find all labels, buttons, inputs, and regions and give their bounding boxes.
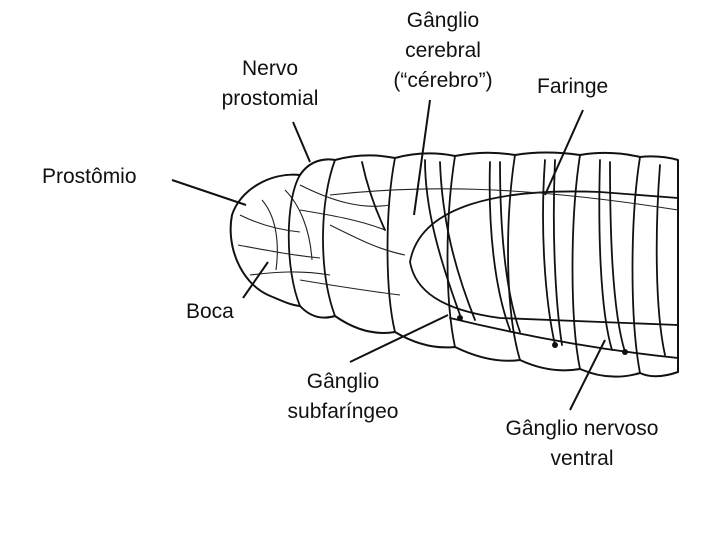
pharynx [329,188,679,326]
label-faringe: Faringe [537,75,609,98]
leader-nervo-prostomial [292,121,311,163]
leader-ganglio-subfaringeo [349,314,449,363]
leader-ganglio-ventral [569,339,606,411]
label-nervo-prostomial: Nervo prostomial [195,54,345,114]
leader-lines [171,99,606,411]
label-line: subfaríngeo [287,400,399,423]
label-boca: Boca [186,300,234,323]
label-line: Gânglio nervoso [505,417,659,440]
label-ganglio-ventral: Gânglio nervoso ventral [462,414,702,474]
label-line: ventral [550,447,614,470]
nerves [361,159,679,359]
leader-boca [242,261,269,299]
label-line: Nervo [241,57,299,80]
label-ganglio-subfaringeo: Gânglio subfaríngeo [268,367,418,427]
leader-prostomio [171,179,247,206]
label-line: prostomial [221,87,319,110]
label-prostomio: Prostômio [42,165,137,188]
label-ganglio-cerebral: Gânglio cerebral (“cérebro”) [368,6,518,96]
label-line: Gânglio [406,9,480,32]
leader-ganglio-cerebral [413,99,431,216]
label-line: Gânglio [306,370,380,393]
label-line: (“cérebro”) [393,69,493,92]
leader-faringe [544,109,584,196]
head-texture [237,184,406,296]
label-line: cerebral [405,39,481,62]
